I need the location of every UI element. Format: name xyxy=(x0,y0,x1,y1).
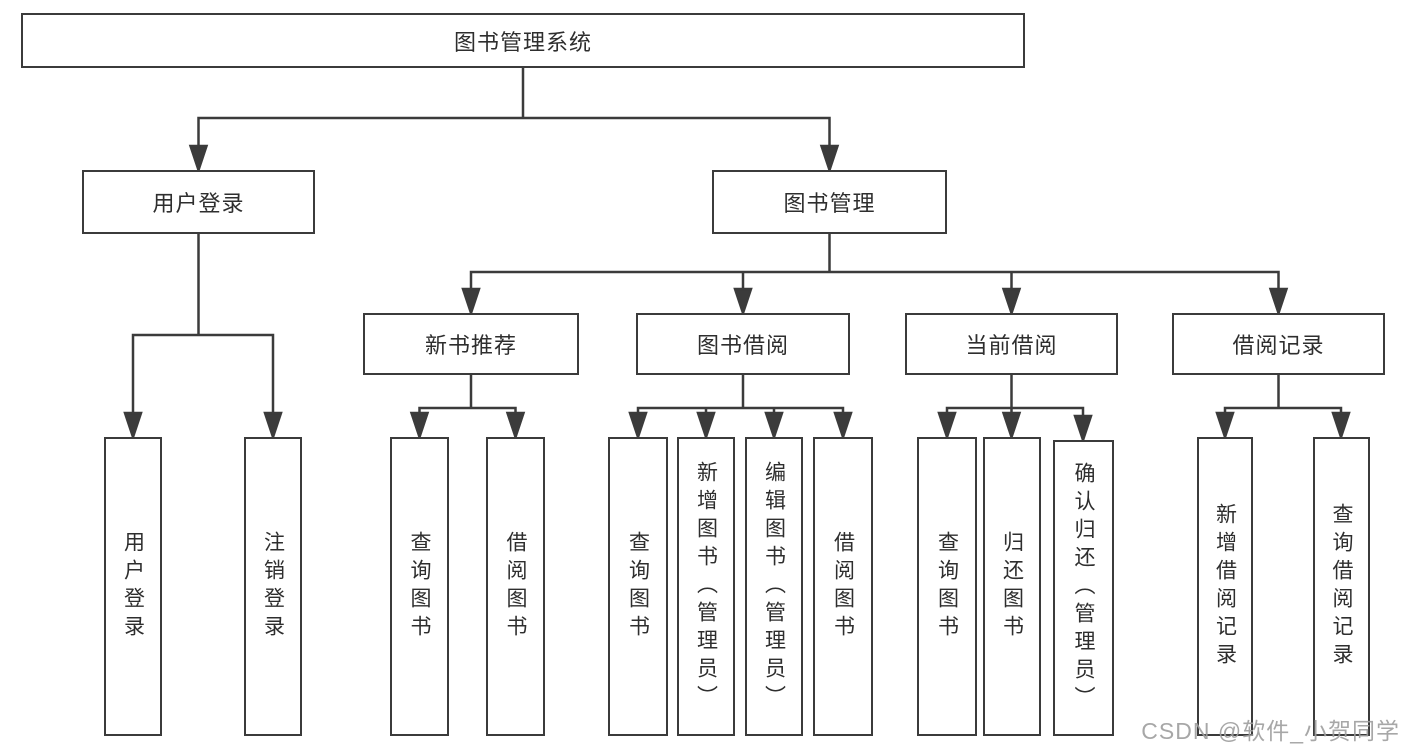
leaf-add-book-admin: 新增图书（管理员） xyxy=(677,437,735,736)
connector-newbook-to-leaves xyxy=(409,375,526,441)
node-new-book-recommend: 新书推荐 xyxy=(363,313,579,375)
node-book-management-system: 图书管理系统 xyxy=(21,13,1025,68)
leaf-label: 新增借阅记录 xyxy=(1213,502,1237,671)
node-book-management: 图书管理 xyxy=(712,170,947,234)
leaf-label: 注销登录 xyxy=(261,530,285,643)
node-label: 图书管理 xyxy=(783,191,876,216)
node-user-login: 用户登录 xyxy=(82,170,315,234)
leaf-label: 查询图书 xyxy=(626,530,650,643)
connector-root-to-level2 xyxy=(188,68,840,174)
leaf-add-borrow-record: 新增借阅记录 xyxy=(1197,437,1253,736)
leaf-label: 借阅图书 xyxy=(504,530,527,643)
connector-currentborrow-to-leaves xyxy=(937,375,1093,444)
leaf-borrow-books: 借阅图书 xyxy=(813,437,873,736)
leaf-user-login: 用户登录 xyxy=(104,437,162,736)
node-label: 用户登录 xyxy=(152,191,245,216)
leaf-query-books-current: 查询图书 xyxy=(917,437,977,736)
leaf-borrow-books-recommend: 借阅图书 xyxy=(486,437,545,736)
leaf-label: 查询借阅记录 xyxy=(1330,502,1353,671)
node-label: 图书管理系统 xyxy=(453,29,592,55)
connector-bookborrow-to-leaves xyxy=(628,375,853,441)
leaf-label: 查询图书 xyxy=(408,530,431,643)
leaf-label: 借阅图书 xyxy=(831,530,855,643)
connector-bookmgmt-to-level3 xyxy=(461,234,1289,317)
leaf-edit-book-admin: 编辑图书（管理员） xyxy=(745,437,803,736)
node-label: 当前借阅 xyxy=(965,333,1058,358)
csdn-watermark: CSDN @软件_小贺同学 xyxy=(1141,718,1400,744)
leaf-return-book: 归还图书 xyxy=(983,437,1041,736)
leaf-query-books-recommend: 查询图书 xyxy=(390,437,449,736)
connector-userlogin-to-leaves xyxy=(123,234,283,441)
leaf-query-books-borrow: 查询图书 xyxy=(608,437,668,736)
connector-borrowrecord-to-leaves xyxy=(1215,375,1351,441)
leaf-label: 新增图书（管理员） xyxy=(694,460,718,713)
node-current-borrow: 当前借阅 xyxy=(905,313,1118,375)
leaf-label: 编辑图书（管理员） xyxy=(762,460,786,713)
node-label: 新书推荐 xyxy=(424,333,517,358)
leaf-label: 确认归还（管理员） xyxy=(1072,462,1095,714)
node-label: 图书借阅 xyxy=(696,333,789,358)
leaf-confirm-return-admin: 确认归还（管理员） xyxy=(1053,440,1114,736)
node-borrow-records: 借阅记录 xyxy=(1172,313,1385,375)
leaf-label: 归还图书 xyxy=(1000,530,1024,643)
node-book-borrow: 图书借阅 xyxy=(636,313,850,375)
node-label: 借阅记录 xyxy=(1232,333,1325,358)
leaf-logout: 注销登录 xyxy=(244,437,302,736)
leaf-label: 用户登录 xyxy=(121,530,145,643)
leaf-query-borrow-record: 查询借阅记录 xyxy=(1313,437,1370,736)
leaf-label: 查询图书 xyxy=(935,530,959,643)
